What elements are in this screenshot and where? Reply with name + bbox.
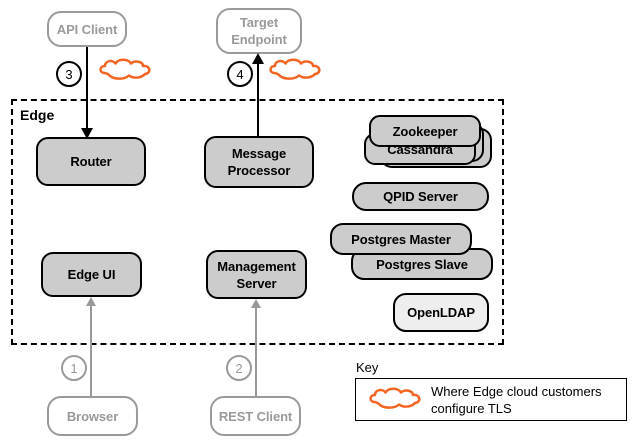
flow-badge-3: 3 xyxy=(56,61,82,87)
connector-rest-client-to-management-server xyxy=(255,307,257,399)
node-qpid-server-label: QPID Server xyxy=(383,189,458,204)
node-postgres-slave-label: Postgres Slave xyxy=(376,256,468,272)
flow-badge-2-number: 2 xyxy=(235,360,243,376)
arrowhead-edge-ui-in xyxy=(86,297,96,306)
key-title: Key xyxy=(356,360,379,375)
node-message-processor-label: Message Processor xyxy=(227,146,291,178)
node-management-server[interactable]: Management Server xyxy=(206,250,307,299)
flow-badge-4-number: 4 xyxy=(236,66,244,82)
flow-badge-2: 2 xyxy=(226,355,252,381)
node-browser-label: Browser xyxy=(66,408,119,424)
key-tls-cloud-icon xyxy=(367,386,425,412)
flow-badge-4: 4 xyxy=(227,61,253,87)
node-message-processor[interactable]: Message Processor xyxy=(204,136,314,188)
node-rest-client-label: REST Client xyxy=(218,408,293,424)
arrowhead-router-in xyxy=(81,128,93,139)
node-target-endpoint-label: Target Endpoint xyxy=(231,15,287,47)
arrowhead-management-server-in xyxy=(251,299,261,308)
node-management-server-label: Management Server xyxy=(217,258,296,291)
tls-cloud-marker-3 xyxy=(97,57,155,83)
node-edge-ui[interactable]: Edge UI xyxy=(41,252,142,297)
node-api-client-label: API Client xyxy=(56,21,118,37)
node-postgres-master-label: Postgres Master xyxy=(351,231,451,247)
node-postgres-master[interactable]: Postgres Master xyxy=(330,223,472,255)
node-api-client[interactable]: API Client xyxy=(47,11,127,47)
flow-badge-1: 1 xyxy=(61,355,87,381)
tls-cloud-marker-4 xyxy=(267,57,325,83)
edge-zone-label: Edge xyxy=(20,107,55,123)
node-zookeeper-label: Zookeeper xyxy=(392,123,458,139)
connector-message-processor-to-target-endpoint xyxy=(257,63,259,137)
arrowhead-target-endpoint-in xyxy=(252,53,264,64)
node-zookeeper[interactable]: Zookeeper xyxy=(369,115,481,147)
connector-api-client-to-router xyxy=(86,47,88,135)
node-rest-client[interactable]: REST Client xyxy=(210,396,301,436)
node-router[interactable]: Router xyxy=(36,137,146,186)
node-target-endpoint[interactable]: Target Endpoint xyxy=(216,8,302,54)
node-browser[interactable]: Browser xyxy=(47,396,138,436)
node-router-label: Router xyxy=(70,154,112,169)
node-qpid-server[interactable]: QPID Server xyxy=(352,182,489,211)
key-entry-label: Where Edge cloud customers configure TLS xyxy=(431,384,602,416)
connector-browser-to-edge-ui xyxy=(90,305,92,399)
node-openldap-label: OpenLDAP xyxy=(407,305,475,320)
node-edge-ui-label: Edge UI xyxy=(67,267,116,282)
node-openldap[interactable]: OpenLDAP xyxy=(393,293,489,332)
flow-badge-1-number: 1 xyxy=(70,360,78,376)
key-box xyxy=(355,378,627,421)
flow-badge-3-number: 3 xyxy=(65,66,73,82)
